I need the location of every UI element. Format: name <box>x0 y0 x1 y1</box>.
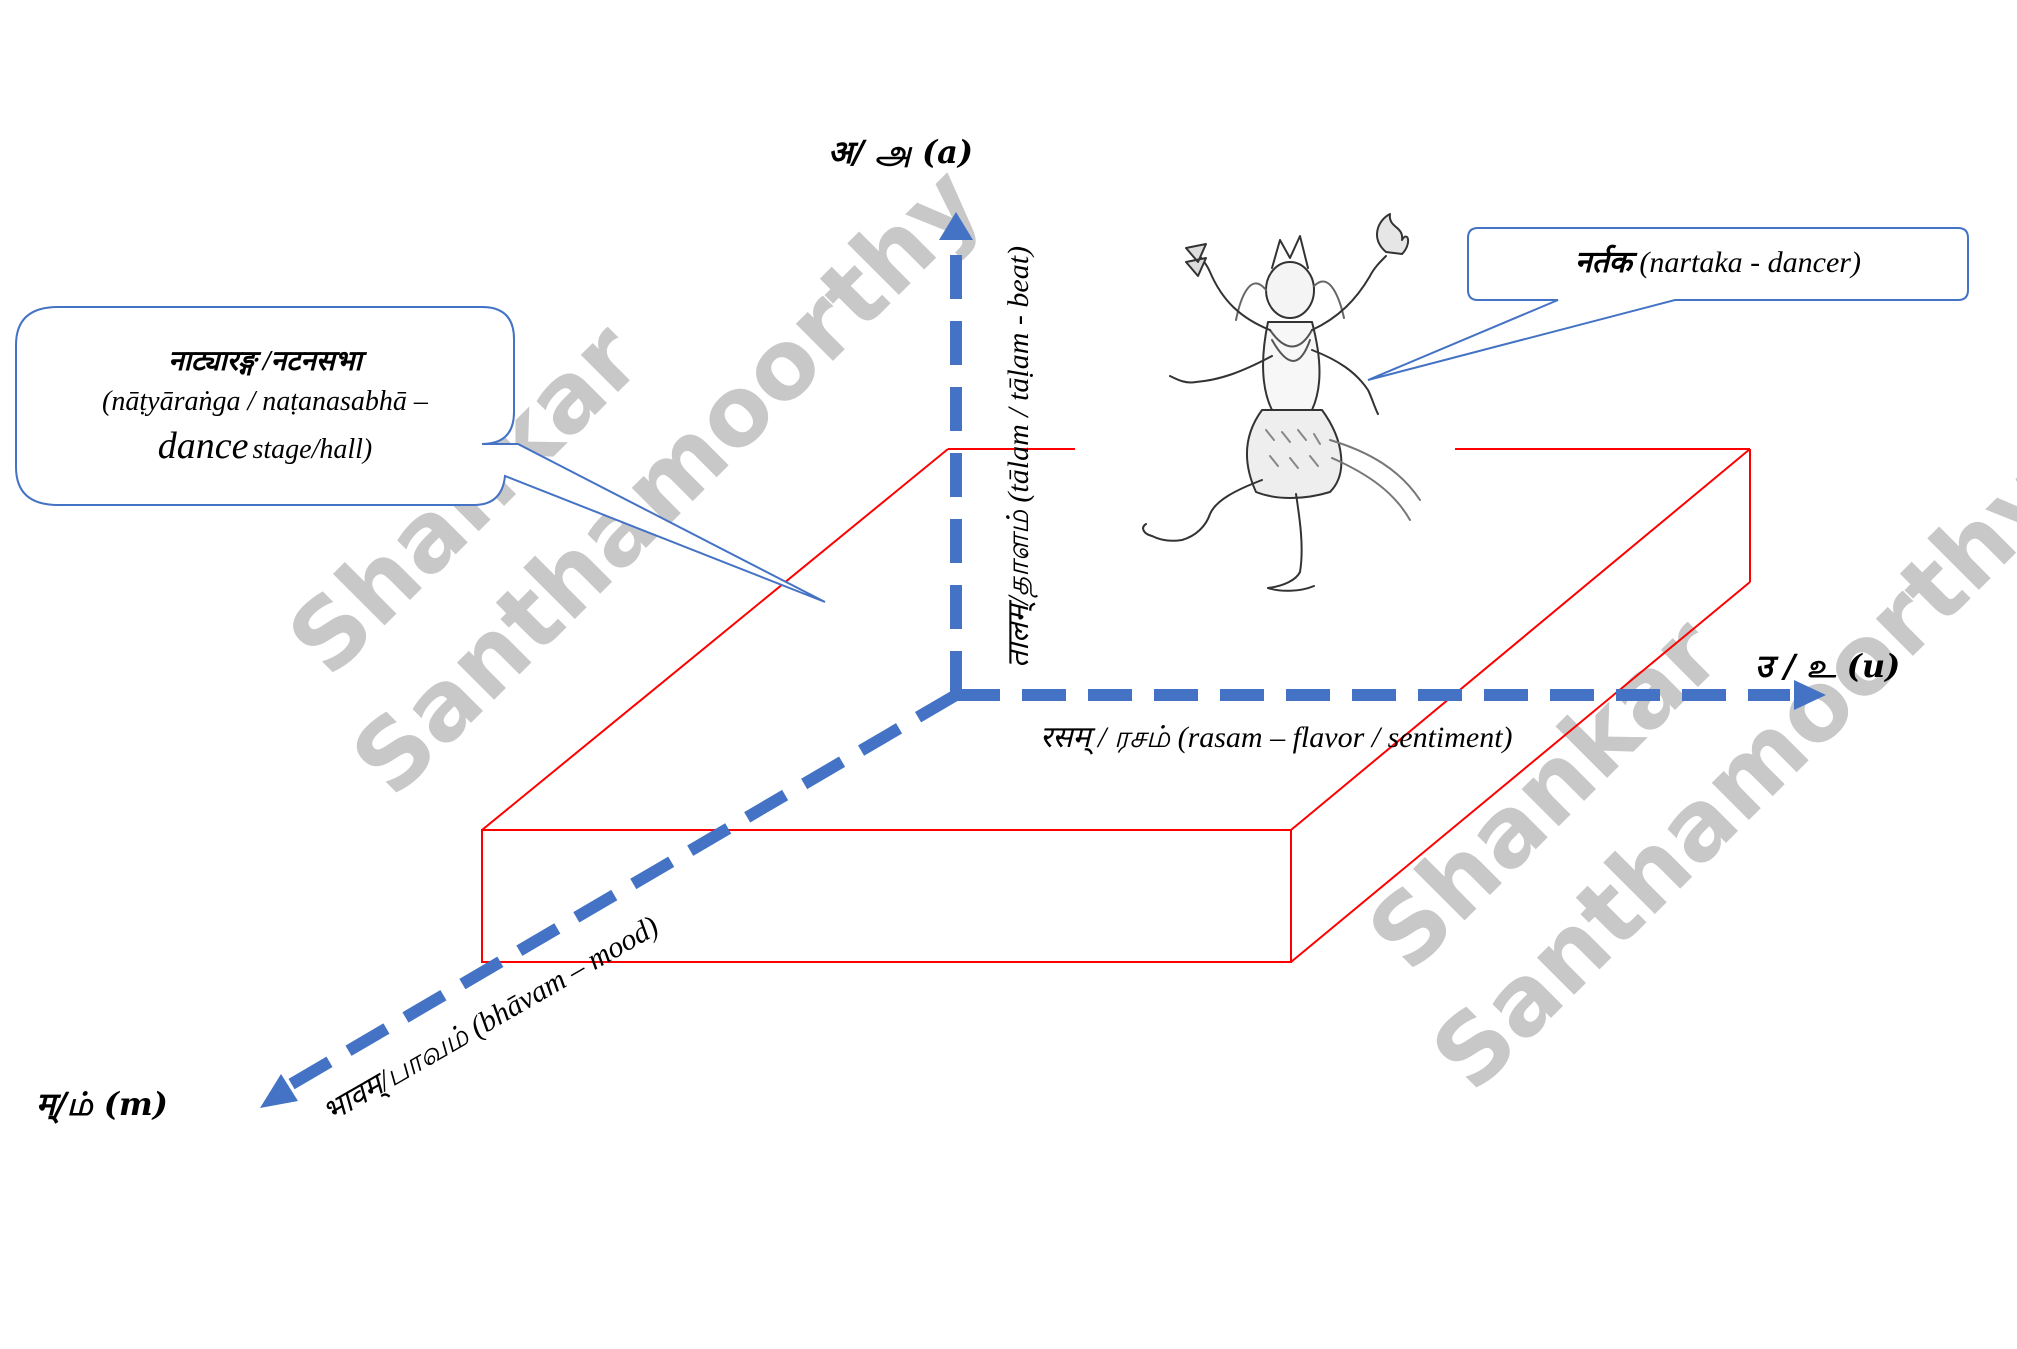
dancer-flame <box>1376 213 1409 255</box>
stage-top-right-edge <box>1290 448 1751 831</box>
bhavam-caption: भावम्/பாவம் (bhāvam – mood) <box>317 910 665 1130</box>
nataraja-dancer-figure <box>1142 213 1421 592</box>
dancer-crown <box>1271 235 1309 269</box>
dancer-callout-rest: (nartaka - dancer) <box>1639 246 1861 279</box>
stage-callout: नाट्यारङ्ग /नटनसभा (nāṭyāraṅga / naṭanas… <box>15 306 826 603</box>
stage-bottom-right-edge <box>1290 581 1751 963</box>
dancer-callout-bubble <box>1367 227 1969 381</box>
dancer-arm-lower-left <box>1169 355 1273 384</box>
stage-callout-dance: dance <box>158 425 249 467</box>
stage-callout-line3: dance stage/hall) <box>158 425 373 467</box>
dancer-torso <box>1262 321 1321 411</box>
axis-m-arrowhead <box>260 1074 298 1108</box>
dancer-callout: नर्तक (nartaka - dancer) <box>1367 227 1969 381</box>
dancer-necklace <box>1269 329 1313 362</box>
rasam-caption: रसम् / ரசம் (rasam – flavor / sentiment) <box>1040 721 1513 755</box>
dancer-arm-upper-left <box>1195 249 1271 331</box>
axis-u-label: उ / உ (u) <box>1755 647 1900 685</box>
dancer-sash <box>1329 439 1421 521</box>
stage-callout-bubble <box>15 306 826 603</box>
stage-callout-line1: नाट्यारङ्ग /नटनसभा <box>168 346 367 377</box>
stage-callout-hall: stage/hall) <box>252 434 372 465</box>
dancer-drum <box>1185 243 1207 277</box>
dancer-callout-text: नर्तक (nartaka - dancer) <box>1575 244 1861 279</box>
axes <box>260 212 1826 1108</box>
stage-box <box>481 448 1751 963</box>
stage-front-face <box>481 829 1292 963</box>
talam-caption: तालम्/தாளம் (tālam / tāḷam - beat) <box>1002 246 1038 668</box>
dancer-leg-standing <box>1267 493 1303 589</box>
dancer-head <box>1265 261 1315 319</box>
axis-m-label: म्/ம் (m) <box>36 1085 168 1124</box>
dancer-arm-upper-right <box>1311 255 1387 331</box>
dancer-feet <box>1142 523 1315 592</box>
axis-a-label: अ/ அ (a) <box>828 133 973 171</box>
dancer-arm-lower-right <box>1311 349 1379 415</box>
dancer-leg-raised <box>1151 479 1263 542</box>
dancer-callout-sanskrit: नर्तक <box>1575 244 1638 279</box>
dancer-skirt-pattern <box>1265 429 1321 469</box>
stage-callout-line2: (nāṭyāraṅga / naṭanasabhā – <box>102 386 429 417</box>
stage-top-left-edge <box>481 448 949 831</box>
axis-a-arrowhead <box>939 212 973 240</box>
dancer-hair <box>1235 280 1345 321</box>
axis-u-arrowhead <box>1794 680 1826 710</box>
dancer-skirt <box>1246 409 1343 499</box>
